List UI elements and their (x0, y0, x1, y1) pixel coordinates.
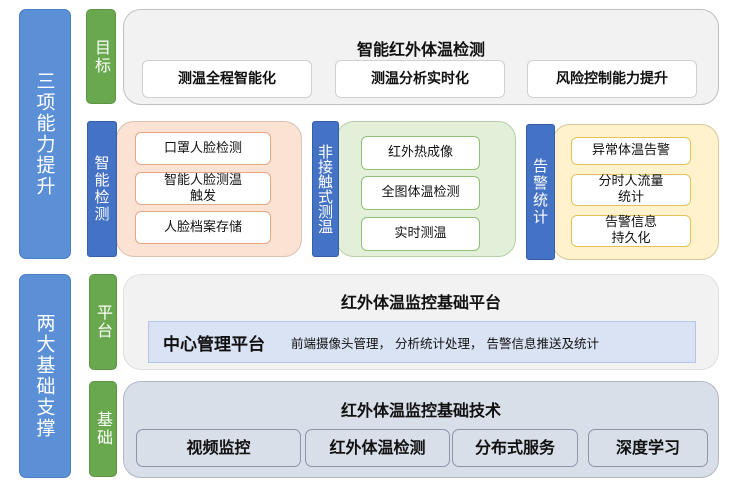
goal-item-3: 风险控制能力提升 (527, 60, 697, 98)
central-management-box: 中心管理平台 前端摄像头管理， 分析统计处理， 告警信息推送及统计 (148, 321, 696, 363)
two-foundations-text: 两大基础支撑 (33, 313, 56, 439)
smart-detection-item-3: 人脸档案存储 (135, 211, 271, 244)
foundation-item-3: 分布式服务 (452, 429, 578, 467)
alarm-tag: 告警统计 (526, 124, 555, 260)
contactless-item-2: 全图体温检测 (361, 176, 480, 210)
platform-title: 红外体温监控基础平台 (340, 293, 501, 312)
alarm-item-1: 异常体温告警 (571, 137, 691, 165)
alarm-item-2: 分时人流量 统计 (571, 174, 691, 206)
alarm-tag-text: 告警统计 (531, 158, 549, 226)
smart-detection-item-1: 口罩人脸检测 (135, 132, 271, 165)
foundation-tag: 基础 (89, 381, 117, 477)
central-management-name: 中心管理平台 (163, 334, 265, 355)
smart-detection-item-2: 智能人脸测温 触发 (135, 172, 271, 205)
two-foundations-label: 两大基础支撑 (19, 274, 71, 478)
contactless-item-1: 红外热成像 (361, 136, 480, 170)
three-capabilities-text: 三项能力提升 (33, 71, 56, 197)
alarm-item-2-label: 分时人流量 统计 (598, 174, 664, 205)
goal-tag-text: 目标 (92, 38, 111, 75)
goal-item-2: 测温分析实时化 (335, 60, 505, 98)
smart-detection-item-2-label: 智能人脸测温 触发 (163, 172, 242, 204)
alarm-item-3: 告警信息 持久化 (571, 215, 691, 247)
three-capabilities-label: 三项能力提升 (19, 9, 71, 259)
goal-title: 智能红外体温检测 (356, 40, 485, 59)
foundation-item-1: 视频监控 (136, 429, 301, 467)
platform-tag: 平台 (89, 274, 117, 370)
foundation-tag-text: 基础 (94, 411, 113, 447)
smart-detection-tag: 智能检测 (87, 121, 117, 257)
central-management-desc: 前端摄像头管理， 分析统计处理， 告警信息推送及统计 (291, 335, 599, 351)
alarm-item-3-label: 告警信息 持久化 (604, 215, 657, 246)
contactless-tag: 非接触式测温 (312, 121, 339, 257)
contactless-tag-text: 非接触式测温 (316, 144, 334, 234)
platform-tag-text: 平台 (94, 304, 113, 340)
smart-detection-tag-text: 智能检测 (92, 155, 111, 223)
foundation-title: 红外体温监控基础技术 (340, 401, 501, 420)
goal-tag: 目标 (86, 9, 116, 104)
contactless-item-3: 实时测温 (361, 217, 480, 251)
smart-detection-item-2-text: 智能人脸测温 触发 (164, 173, 242, 205)
foundation-item-4: 深度学习 (588, 429, 708, 467)
goal-item-1: 测温全程智能化 (142, 60, 312, 98)
foundation-item-2: 红外体温检测 (305, 429, 450, 467)
